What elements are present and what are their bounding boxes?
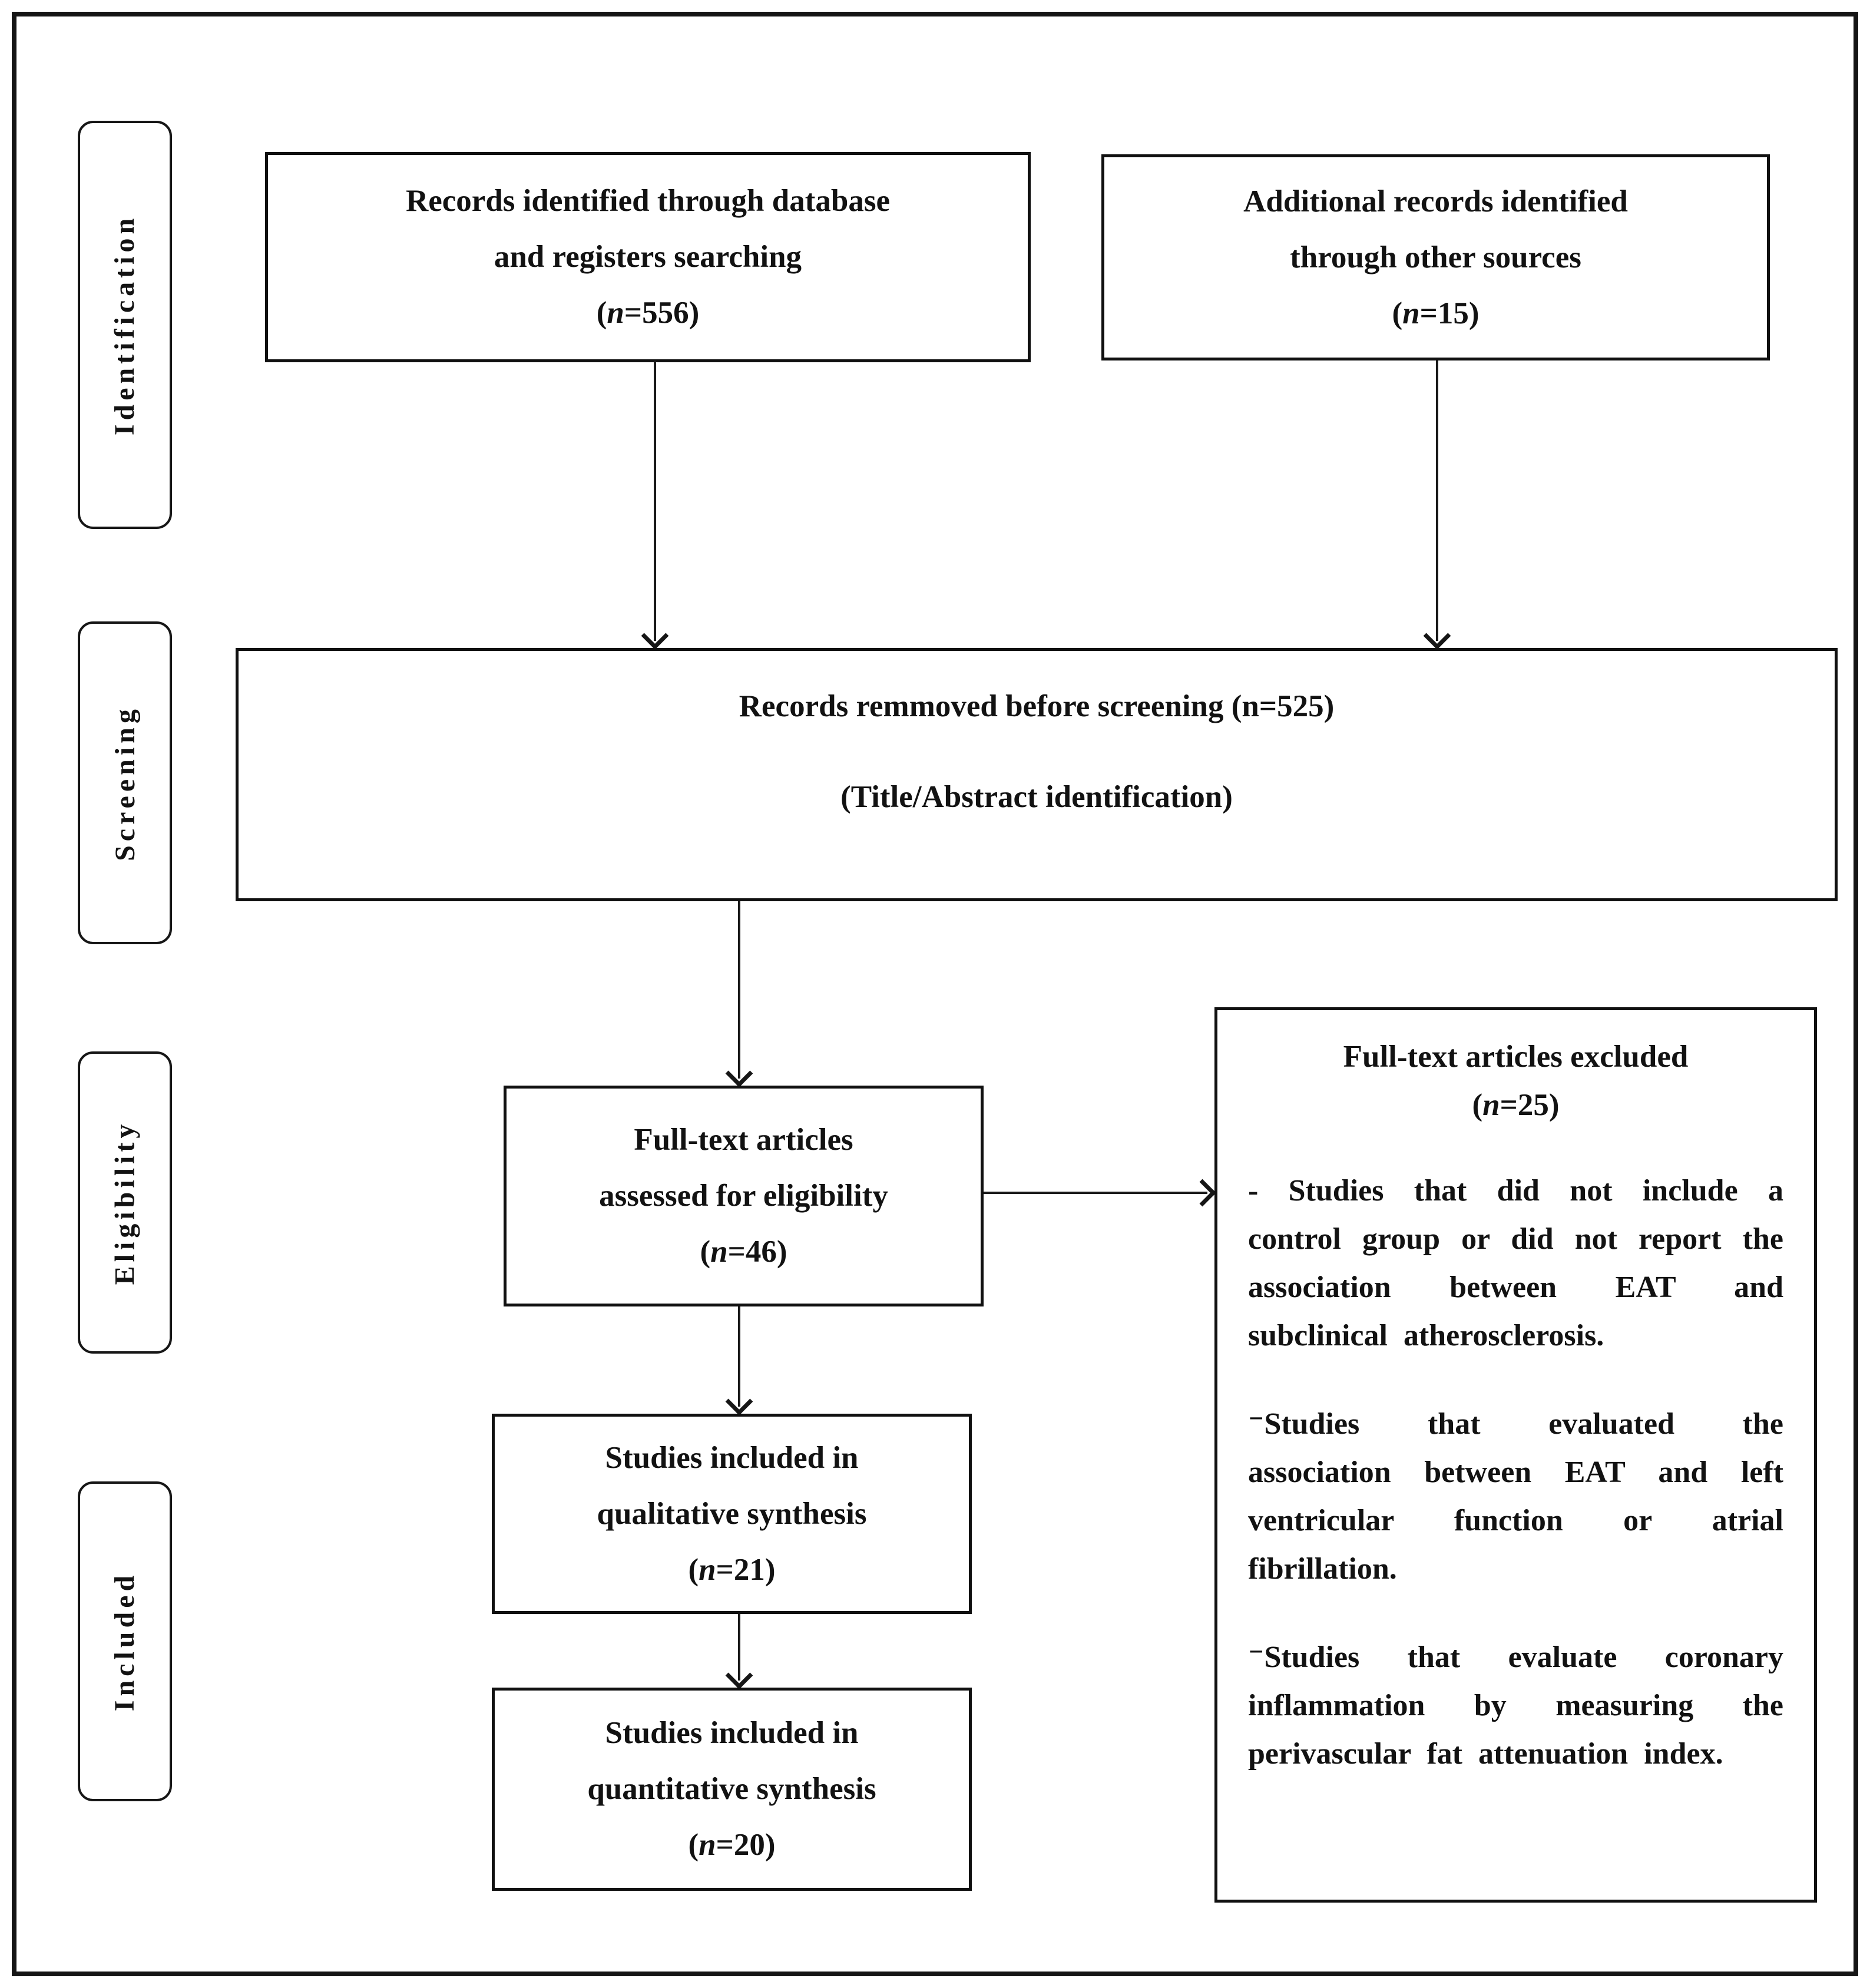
paren-open: (: [688, 1828, 699, 1862]
paren-open: (: [596, 296, 607, 330]
excluded-reason: - Studies that did not include a control…: [1248, 1174, 1783, 1352]
n-symbol: n: [710, 1235, 728, 1269]
stage-box-included: Included: [78, 1481, 172, 1801]
box-count: (n=556): [597, 285, 700, 341]
excluded-reason: ⁻Studies that evaluated the association …: [1248, 1407, 1783, 1586]
stage-box-eligibility: Eligibility: [78, 1051, 172, 1354]
stage-label-screening: Screening: [109, 704, 141, 861]
paren-open: (: [688, 1552, 699, 1587]
arrow-line: [738, 901, 740, 1079]
excluded-title: Full-text articles excluded: [1343, 1040, 1689, 1074]
box-records-removed: Records remmoved before screening (n=525…: [236, 648, 1838, 901]
arrow-removed-to-fulltext: [725, 901, 753, 1087]
box-line: Records identified through database: [405, 184, 891, 218]
stage-label-eligibility: Eligibility: [109, 1120, 141, 1285]
stage-label-included: Included: [109, 1571, 141, 1712]
count-value: =15): [1419, 296, 1480, 330]
n-symbol: n: [699, 1828, 716, 1862]
count-value: =20): [716, 1828, 776, 1862]
arrow-line: [984, 1192, 1207, 1194]
box-count: (n=21): [689, 1542, 776, 1598]
n-symbol: n: [699, 1552, 716, 1587]
count-value: =21): [716, 1552, 776, 1587]
box-count: (n=15): [1392, 286, 1480, 342]
box-additional-records: Additional records identified through ot…: [1101, 154, 1770, 360]
paren-open: (: [1472, 1088, 1483, 1122]
box-quantitative-synthesis: Studies included in quantitative synthes…: [492, 1688, 972, 1891]
box-line: through other sources: [1290, 240, 1581, 274]
box-line: Full-text articles: [634, 1123, 853, 1157]
stage-label-identification: Identification: [109, 214, 141, 436]
count-value: =556): [624, 296, 700, 330]
box-qualitative-synthesis: Studies included in qualitative synthesi…: [492, 1414, 972, 1614]
arrowhead-right-icon: [1189, 1179, 1216, 1207]
count-value: =46): [727, 1235, 787, 1269]
box-line: Studies included in: [605, 1716, 859, 1750]
box-line: Studies included in: [605, 1440, 859, 1475]
arrow-additional-to-removed: [1423, 360, 1451, 650]
arrowhead-down-icon: [725, 1388, 753, 1415]
box-line: and registers searching: [494, 240, 802, 274]
arrow-line: [738, 1306, 740, 1407]
arrow-fulltext-to-qualitative: [725, 1306, 753, 1415]
box-line: (Title/Abstract identification): [840, 780, 1233, 814]
box-count: (n=46): [700, 1224, 787, 1280]
excluded-count: (n=25): [1248, 1081, 1783, 1129]
stage-box-screening: Screening: [78, 621, 172, 944]
box-fulltext-assessed: Full-text articles assessed for eligibil…: [504, 1086, 984, 1306]
excluded-reason: ⁻Studies that evaluate coronary inflamma…: [1248, 1640, 1783, 1771]
n-symbol: n: [607, 296, 624, 330]
arrow-line: [738, 1614, 740, 1681]
paren-open: (: [1392, 296, 1403, 330]
arrow-line: [1436, 360, 1438, 641]
arrowhead-down-icon: [641, 622, 669, 650]
box-line: assessed for eligibility: [599, 1179, 888, 1213]
paren-open: (: [700, 1235, 711, 1269]
arrowhead-down-icon: [725, 1060, 753, 1087]
count-value: =25): [1500, 1088, 1560, 1122]
n-symbol: n: [1482, 1088, 1500, 1122]
box-fulltext-excluded: Full-text articles excluded (n=25) - Stu…: [1214, 1007, 1817, 1903]
arrow-fulltext-to-excluded: [984, 1179, 1216, 1207]
stage-box-identification: Identification: [78, 121, 172, 529]
box-line: quantitative synthesis: [587, 1772, 876, 1806]
arrowhead-down-icon: [725, 1662, 753, 1689]
arrow-records-to-removed: [641, 360, 669, 650]
box-count: (n=20): [689, 1817, 776, 1873]
box-records-identified: Records identified through database and …: [265, 152, 1031, 362]
box-line: Additional records identified: [1243, 184, 1628, 219]
n-symbol: n: [1402, 296, 1420, 330]
arrow-line: [654, 360, 656, 641]
box-line: qualitative synthesis: [597, 1496, 867, 1531]
arrowhead-down-icon: [1423, 622, 1451, 650]
box-line: Records remmoved before screening (n=525…: [739, 689, 1335, 723]
arrow-qualitative-to-quantitative: [725, 1614, 753, 1689]
